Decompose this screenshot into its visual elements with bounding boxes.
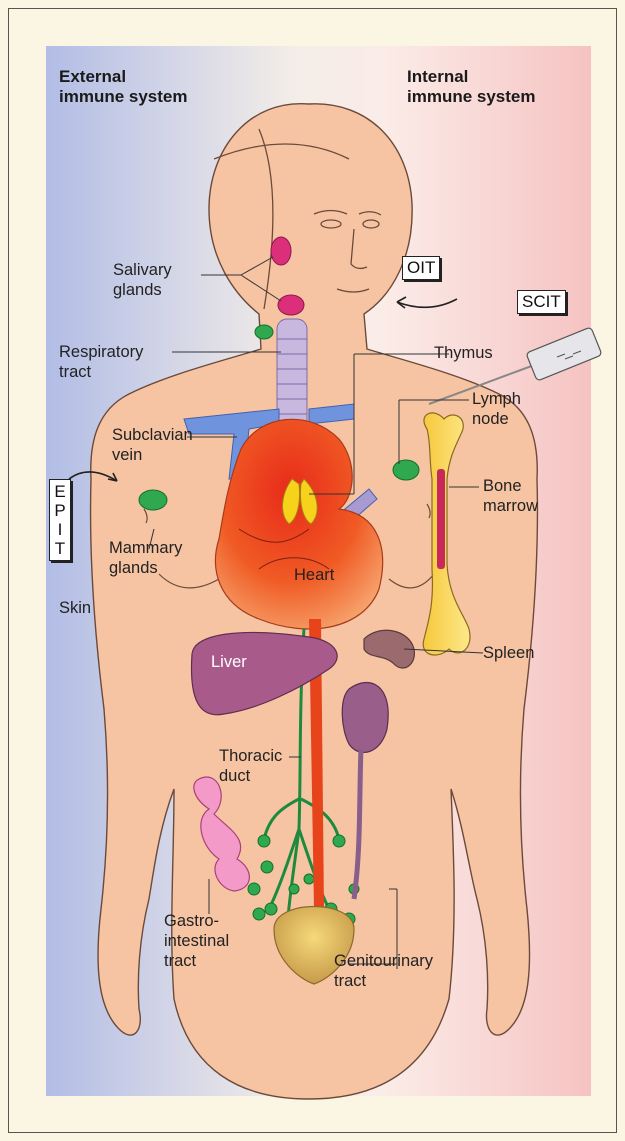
scit-box: SCIT — [517, 290, 566, 314]
label-liver: Liver — [211, 652, 247, 672]
external-header-text: External immune system — [59, 67, 188, 106]
label-thoracic-duct: Thoracic duct — [219, 746, 282, 786]
external-immune-system-header: External immune system — [59, 67, 188, 107]
label-spleen: Spleen — [483, 643, 534, 663]
label-gastrointestinal-tract: Gastro- intestinal tract — [164, 911, 229, 971]
epit-box: E P I T — [49, 479, 71, 561]
label-lymph-node: Lymph node — [472, 389, 521, 429]
respiratory-tract — [277, 319, 307, 429]
kidney-organ — [342, 682, 388, 752]
oit-box: OIT — [402, 256, 440, 280]
label-mammary-glands: Mammary glands — [109, 538, 182, 578]
epit-letter-e: E — [50, 482, 70, 501]
label-heart: Heart — [294, 565, 334, 585]
label-subclavian-vein: Subclavian vein — [112, 425, 193, 465]
label-skin: Skin — [59, 598, 91, 618]
label-thymus: Thymus — [434, 343, 493, 363]
diagram-frame: External immune system Internal immune s… — [8, 8, 617, 1133]
label-respiratory-tract: Respiratory tract — [59, 342, 143, 382]
internal-header-text: Internal immune system — [407, 67, 536, 106]
epit-letter-t: T — [50, 539, 70, 558]
epit-letter-p: P — [50, 501, 70, 520]
label-bone-marrow: Bone marrow — [483, 476, 538, 516]
label-genitourinary-tract: Genitourinary tract — [334, 951, 433, 991]
epit-letter-i: I — [50, 520, 70, 539]
label-salivary-glands: Salivary glands — [113, 260, 172, 300]
internal-immune-system-header: Internal immune system — [407, 67, 536, 107]
